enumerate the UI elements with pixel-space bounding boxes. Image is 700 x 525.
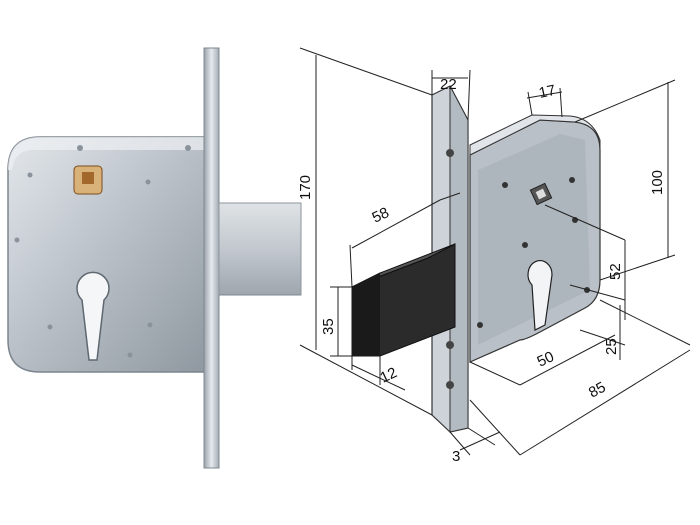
dimension-lines bbox=[299, 47, 691, 456]
dim-25: 25 bbox=[603, 338, 620, 355]
dim-50: 50 bbox=[535, 348, 557, 370]
dim-12: 12 bbox=[378, 364, 400, 386]
dim-100: 100 bbox=[649, 170, 666, 195]
dimension-labels: 22 17 170 100 58 52 35 12 50 25 85 3 bbox=[297, 76, 666, 465]
dim-58: 58 bbox=[370, 204, 392, 226]
dim-170: 170 bbox=[297, 175, 314, 200]
dim-35: 35 bbox=[320, 318, 337, 335]
dim-17: 17 bbox=[537, 82, 557, 102]
dim-3: 3 bbox=[452, 448, 460, 465]
dim-85: 85 bbox=[586, 379, 609, 402]
dim-22: 22 bbox=[440, 76, 457, 93]
drawing-keyhole bbox=[527, 260, 553, 331]
dim-52: 52 bbox=[607, 263, 624, 280]
keyhole bbox=[76, 271, 110, 361]
